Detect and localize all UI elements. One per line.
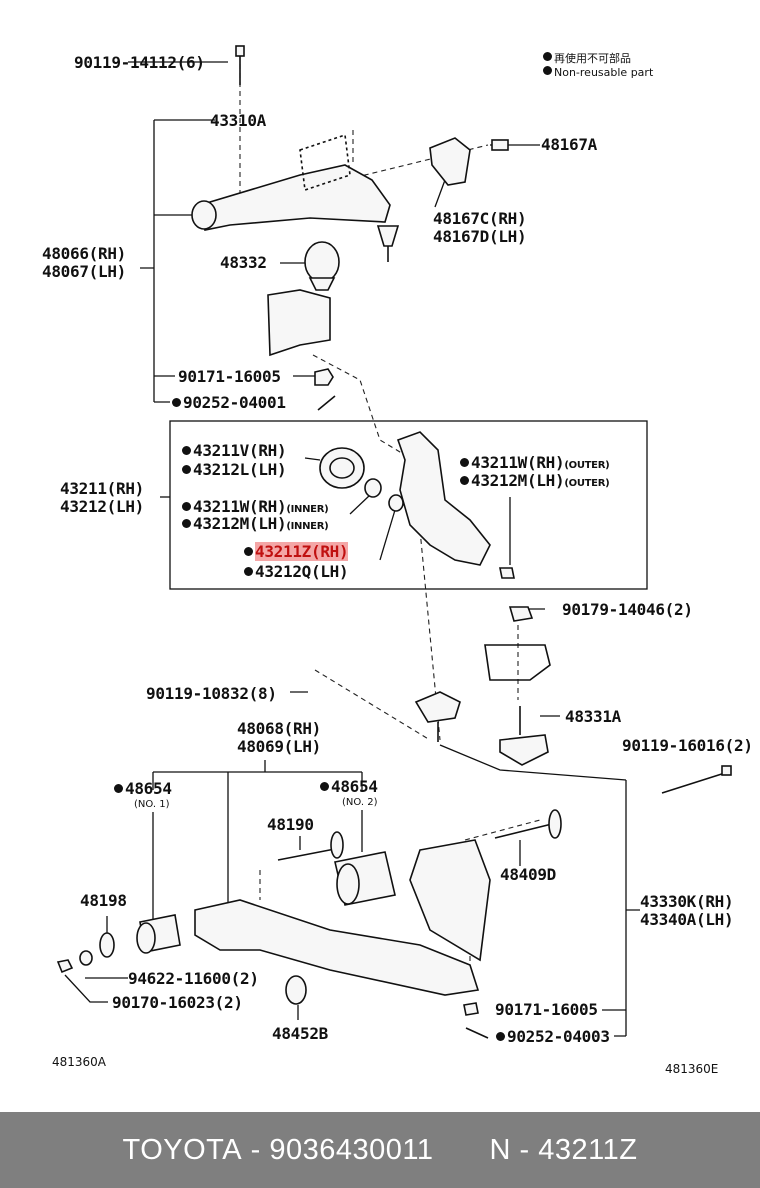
label-48654-no2[interactable]: 48654	[320, 778, 378, 795]
footer-part-number: 9036430011	[269, 1133, 434, 1166]
no2-tag: (NO. 2)	[342, 797, 378, 808]
label-48654-no1[interactable]: 48654	[114, 780, 172, 797]
non-reusable-dot-icon	[496, 1032, 505, 1041]
label-48066[interactable]: 48066(RH)	[42, 244, 126, 263]
non-reusable-dot-icon	[182, 502, 191, 511]
label-43212[interactable]: 43212(LH)	[60, 497, 144, 516]
label-text: 90252-04001	[183, 393, 286, 412]
label-48167A[interactable]: 48167A	[541, 135, 597, 154]
label-text-highlighted: 43211Z(RH)	[255, 542, 349, 561]
label-43211V[interactable]: 43211V(RH)	[182, 441, 287, 460]
label-text: 43212M(LH)	[471, 471, 565, 490]
inner-tag: (INNER)	[286, 521, 329, 532]
non-reusable-dot-icon	[320, 782, 329, 791]
label-90119-10832[interactable]: 90119-10832(8)	[146, 684, 277, 703]
non-reusable-dot-icon	[182, 465, 191, 474]
figure-code-right: 481360E	[665, 1062, 719, 1076]
figure-code-left: 481360A	[52, 1055, 107, 1069]
label-48332[interactable]: 48332	[220, 253, 267, 272]
non-reusable-dot-icon	[460, 458, 469, 467]
label-90179-14046[interactable]: 90179-14046(2)	[562, 600, 693, 619]
non-reusable-dot-icon	[182, 519, 191, 528]
footer-brand: TOYOTA	[122, 1133, 243, 1166]
non-reusable-dot-icon	[244, 547, 253, 556]
label-48167C[interactable]: 48167C(RH)	[433, 209, 527, 228]
label-43212M-outer[interactable]: 43212M(LH)(OUTER)	[460, 471, 610, 492]
non-reusable-dot-icon	[182, 446, 191, 455]
label-90252-04001[interactable]: 90252-04001	[172, 394, 286, 411]
label-text: 43211W(RH)	[193, 497, 287, 516]
label-90171-16005-bottom[interactable]: 90171-16005	[495, 1000, 598, 1019]
label-text: 48654	[125, 779, 172, 798]
label-48190[interactable]: 48190	[267, 815, 314, 834]
no1-tag: (NO. 1)	[134, 799, 170, 810]
label-43340A[interactable]: 43340A(LH)	[640, 910, 734, 929]
label-48452B[interactable]: 48452B	[272, 1024, 328, 1043]
label-90119-16016[interactable]: 90119-16016(2)	[622, 736, 753, 755]
inner-tag: (INNER)	[286, 504, 329, 515]
label-text: 43211W(RH)	[471, 453, 565, 472]
label-48069[interactable]: 48069(LH)	[237, 737, 321, 756]
footer-ref-code: 43211Z	[538, 1133, 638, 1166]
label-text: 48654	[331, 777, 378, 796]
legend-jp-text: 再使用不可部品	[554, 52, 631, 65]
label-94622-11600[interactable]: 94622-11600(2)	[128, 969, 259, 988]
non-reusable-dot-icon	[460, 476, 469, 485]
non-reusable-dot-icon	[172, 398, 181, 407]
footer-sep-1: -	[242, 1133, 270, 1166]
footer-ref-prefix: N	[489, 1133, 511, 1166]
label-48068[interactable]: 48068(RH)	[237, 719, 321, 738]
outer-tag: (OUTER)	[564, 460, 610, 471]
label-43212Q[interactable]: 43212Q(LH)	[244, 562, 349, 581]
non-reusable-dot-icon	[543, 66, 552, 75]
label-43310A[interactable]: 43310A	[210, 111, 266, 130]
label-43330K[interactable]: 43330K(RH)	[640, 892, 734, 911]
parts-diagram	[56, 45, 732, 1039]
label-43212M-inner[interactable]: 43212M(LH)(INNER)	[182, 514, 329, 535]
outer-tag: (OUTER)	[564, 478, 610, 489]
legend-jp: 再使用不可部品	[543, 50, 631, 66]
label-43211W-outer[interactable]: 43211W(RH)(OUTER)	[460, 453, 610, 474]
label-43211Z[interactable]: 43211Z(RH)	[244, 542, 349, 561]
non-reusable-dot-icon	[543, 52, 552, 61]
label-text: 43211V(RH)	[193, 441, 287, 460]
label-43212L[interactable]: 43212L(LH)	[182, 460, 287, 479]
label-48167D[interactable]: 48167D(LH)	[433, 227, 527, 246]
footer-sep-2: -	[510, 1133, 539, 1166]
diagram-drawing	[56, 45, 732, 1039]
label-text: 43212Q(LH)	[255, 562, 349, 581]
label-text: 90252-04003	[507, 1027, 610, 1046]
label-90252-04003[interactable]: 90252-04003	[496, 1028, 610, 1045]
label-48067[interactable]: 48067(LH)	[42, 262, 126, 281]
legend-en-text: Non-reusable part	[554, 66, 654, 79]
label-90171-16005-top[interactable]: 90171-16005	[178, 367, 281, 386]
non-reusable-dot-icon	[244, 567, 253, 576]
label-43211W-inner[interactable]: 43211W(RH)(INNER)	[182, 497, 329, 518]
label-48331A[interactable]: 48331A	[565, 707, 621, 726]
label-48198[interactable]: 48198	[80, 891, 127, 910]
label-90170-16023[interactable]: 90170-16023(2)	[112, 993, 243, 1012]
label-48409D[interactable]: 48409D	[500, 865, 556, 884]
label-text: 43212L(LH)	[193, 460, 287, 479]
legend-en: Non-reusable part	[543, 66, 653, 79]
label-90119-14112[interactable]: 90119-14112(6)	[74, 53, 205, 72]
label-text: 43212M(LH)	[193, 514, 287, 533]
footer-bar: TOYOTA - 9036430011 N - 43211Z	[0, 1112, 760, 1188]
non-reusable-dot-icon	[114, 784, 123, 793]
label-43211[interactable]: 43211(RH)	[60, 479, 144, 498]
